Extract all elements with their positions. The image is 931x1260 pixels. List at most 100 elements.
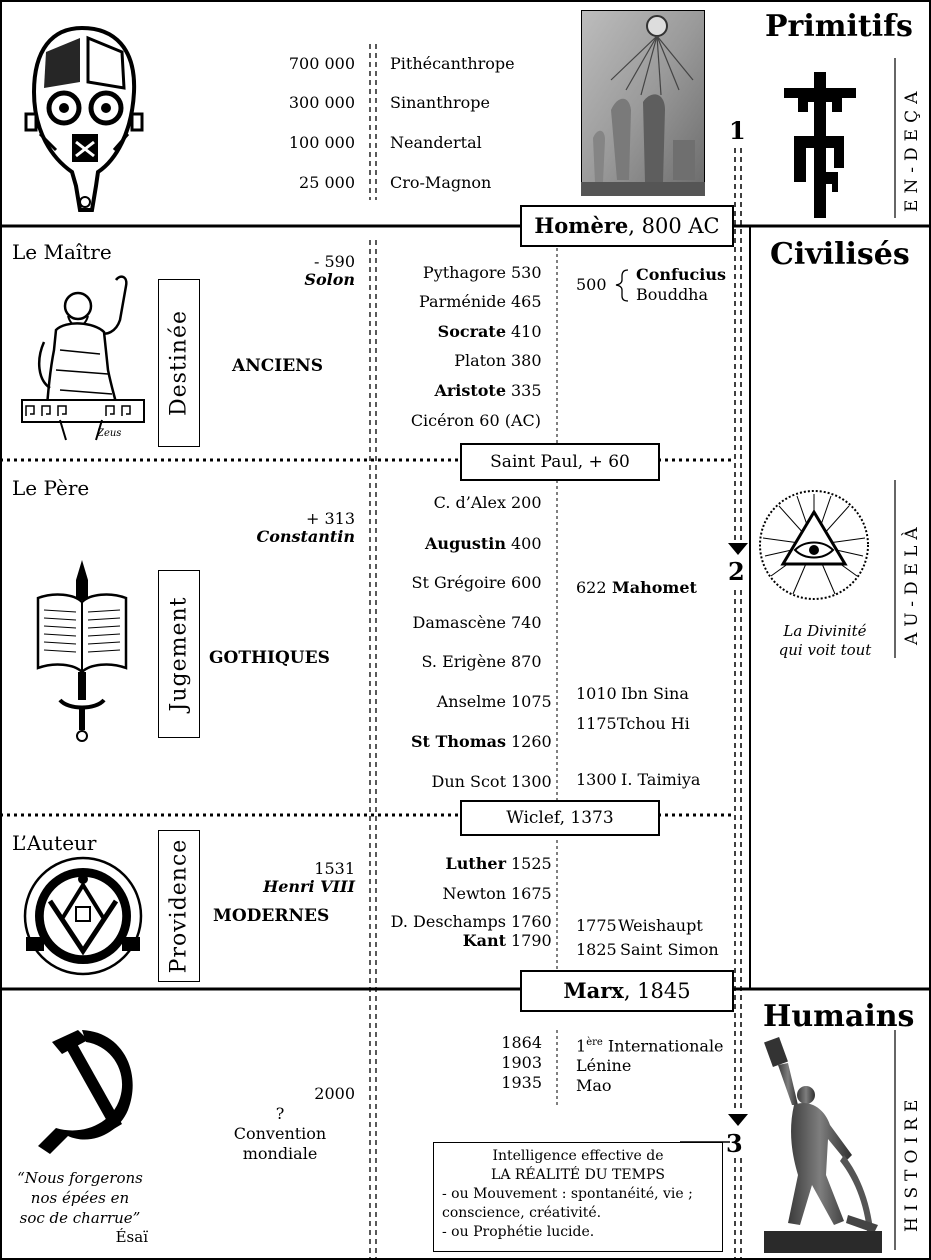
zeus-caption: Zeus [97, 428, 122, 439]
section-title-humains: Humains [763, 999, 915, 1034]
philosopher-date: 1075 [511, 692, 552, 711]
philosopher-date: 740 [511, 613, 542, 632]
quote-line: “Nous forgerons [17, 1169, 143, 1187]
east-date: 1300 [576, 770, 617, 789]
east-date: 1825 [576, 940, 617, 959]
milestone-wiclef: Wiclef, 1373 [460, 800, 660, 836]
convention-question: ? [275, 1104, 285, 1123]
box-line: - ou Prophétie lucide. [442, 1224, 595, 1240]
era-group-gothiques: GOTHIQUES [209, 648, 330, 668]
era-group-anciens: ANCIENS [232, 356, 323, 376]
rock-art-figure-image [784, 72, 856, 218]
primitive-name: Pithécanthrope [390, 54, 515, 73]
eye-of-providence-image [759, 490, 869, 600]
east-name: Tchou Hi [617, 714, 690, 733]
primitive-date: 300 000 [288, 93, 355, 112]
milestone-saint-paul: Saint Paul, + 60 [460, 443, 660, 481]
isaiah-source: Ésaï [115, 1228, 148, 1246]
philosopher-date: 400 [511, 534, 542, 553]
east-name: Confucius [636, 265, 727, 284]
philosopher-name: St Grégoire [411, 573, 506, 592]
divinite-caption: La Divinité qui voit tout [760, 622, 890, 660]
philosopher-date: 380 [511, 351, 542, 370]
era-label-jugement: Jugement [158, 570, 200, 738]
philosopher-name: Socrate [437, 322, 506, 341]
east-name: I. Taimiya [621, 770, 701, 789]
primitive-name: Neandertal [390, 133, 482, 152]
philosopher-date: 335 [511, 381, 542, 400]
hammer-sickle-image [38, 1030, 133, 1154]
primitive-date: 700 000 [288, 54, 355, 73]
philosopher-date: 410 [511, 322, 542, 341]
year-2000: 2000 [314, 1084, 355, 1103]
humain-date: 1864 [501, 1033, 542, 1052]
amarna-relief-image [581, 10, 705, 196]
book-sword-image [36, 560, 128, 742]
philosopher-date: 1300 [511, 772, 552, 791]
era-head-l-auteur: L’Auteur [12, 831, 97, 855]
convention-mondiale: ? Convention mondiale [220, 1104, 340, 1164]
philosopher-date: 1760 [511, 912, 552, 931]
timeline-marker-1: 1 [729, 116, 746, 145]
masonic-emblem-image [23, 856, 143, 976]
philosopher-date: 1790 [511, 931, 552, 950]
humains-events: 1ère Internationale Lénine Mao [576, 1033, 724, 1096]
milestone-marx-date: , 1845 [623, 979, 691, 1003]
quote-line: soc de charrue” [19, 1209, 141, 1227]
swords-to-plowshares-statue-image [764, 1037, 882, 1253]
ruler-name: Henri VIII [263, 877, 355, 896]
humain-event: Mao [576, 1076, 612, 1096]
philosopher-name: Damascène [412, 613, 507, 632]
zeus-statue-image [21, 275, 145, 441]
philosopher-name: Dun Scot [431, 772, 506, 791]
east-date: 500 [576, 275, 607, 294]
humain-event: 1ère Internationale [576, 1033, 724, 1056]
philosopher-name: Newton [442, 884, 506, 903]
divinite-caption-line: La Divinité [783, 622, 867, 640]
east-date: 622 [576, 578, 607, 597]
philosopher-name: Pythagore [422, 263, 506, 282]
philosopher-date: 465 [511, 292, 542, 311]
era-label-providence-text: Providence [166, 838, 192, 974]
primitive-date: 100 000 [288, 133, 355, 152]
east-name: Mahomet [612, 578, 697, 597]
ruler-date: - 590 [313, 252, 355, 271]
era-group-modernes: MODERNES [213, 906, 330, 926]
ruler-name: Solon [304, 270, 355, 289]
philosopher-date: 1675 [511, 884, 552, 903]
east-date: 1010 [576, 684, 617, 703]
milestone-marx-name: Marx [563, 978, 624, 1003]
philosopher-date: 530 [511, 263, 542, 282]
philosopher-date: 1260 [511, 732, 552, 751]
section-title-civilises: Civilisés [770, 237, 910, 272]
humain-date: 1903 [501, 1053, 542, 1072]
east-name: Weishaupt [618, 916, 703, 935]
philosopher-date: 1525 [511, 854, 552, 873]
era-label-destinee-text: Destinée [166, 309, 192, 417]
milestone-homere-name: Homère [534, 213, 629, 238]
humain-event-sup: ère [586, 1037, 603, 1048]
primitive-name: Cro-Magnon [390, 173, 492, 192]
east-date: 1775 [576, 916, 617, 935]
ruler-date: 1531 [314, 859, 355, 878]
philosopher-name: D. Deschamps [390, 912, 506, 931]
philosopher-name: Luther [445, 854, 506, 873]
isaiah-quote: “Nous forgerons nos épées en soc de char… [10, 1168, 150, 1228]
milestone-homere-date: , 800 AC [628, 214, 720, 238]
milestone-marx: Marx, 1845 [520, 970, 734, 1012]
section-title-primitifs: Primitifs [765, 9, 913, 44]
convention-line: mondiale [242, 1144, 318, 1163]
philosopher-name: Parménide [418, 292, 506, 311]
philosopher-name: Augustin [425, 534, 506, 553]
philosopher-name: Cicéron 60 (AC) [410, 411, 541, 430]
east-name: Ibn Sina [621, 684, 689, 703]
ruler-date: + 313 [305, 509, 355, 528]
timeline-marker-3: 3 [726, 1129, 743, 1158]
philosopher-name: C. d’Alex [433, 493, 506, 512]
philosopher-date: 600 [511, 573, 542, 592]
realite-du-temps-box: Intelligence effective de LA RÉALITÉ DU … [433, 1142, 723, 1252]
philosopher-date: 200 [511, 493, 542, 512]
box-line: Intelligence effective de [492, 1148, 664, 1164]
era-head-le-maitre: Le Maître [12, 240, 112, 264]
